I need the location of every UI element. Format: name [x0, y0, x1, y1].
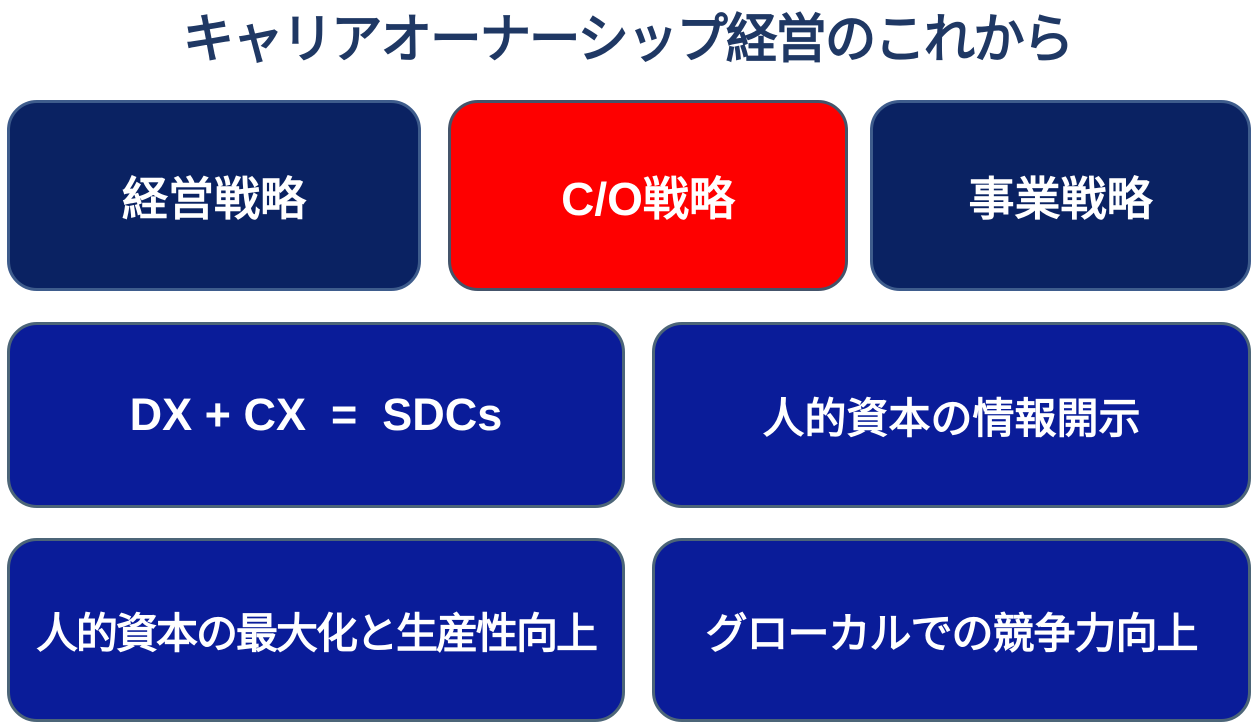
box-business-strategy: 事業戦略 [870, 100, 1251, 291]
box-glocal-competitiveness: グローカルでの競争力向上 [652, 538, 1251, 722]
box-co-strategy: C/O戦略 [448, 100, 848, 291]
box-co-strategy-label: C/O戦略 [561, 172, 735, 225]
box-human-capital-disclosure: 人的資本の情報開示 [652, 322, 1251, 508]
box-human-capital-maximization: 人的資本の最大化と生産性向上 [7, 538, 625, 722]
box-human-capital-maximization-label: 人的資本の最大化と生産性向上 [35, 609, 598, 657]
box-dx-cx-sdcs: DX + CX = SDCs [7, 322, 625, 508]
box-dx-cx-sdcs-label: DX + CX = SDCs [129, 389, 503, 440]
box-glocal-competitiveness-label: グローカルでの競争力向上 [705, 609, 1198, 657]
box-human-capital-disclosure-label: 人的資本の情報開示 [762, 394, 1141, 442]
box-business-strategy-label: 事業戦略 [968, 172, 1153, 225]
box-management-strategy-label: 経営戦略 [122, 172, 306, 225]
box-management-strategy: 経営戦略 [7, 100, 421, 291]
page-title: キャリアオーナーシップ経営のこれから [182, 10, 1074, 69]
